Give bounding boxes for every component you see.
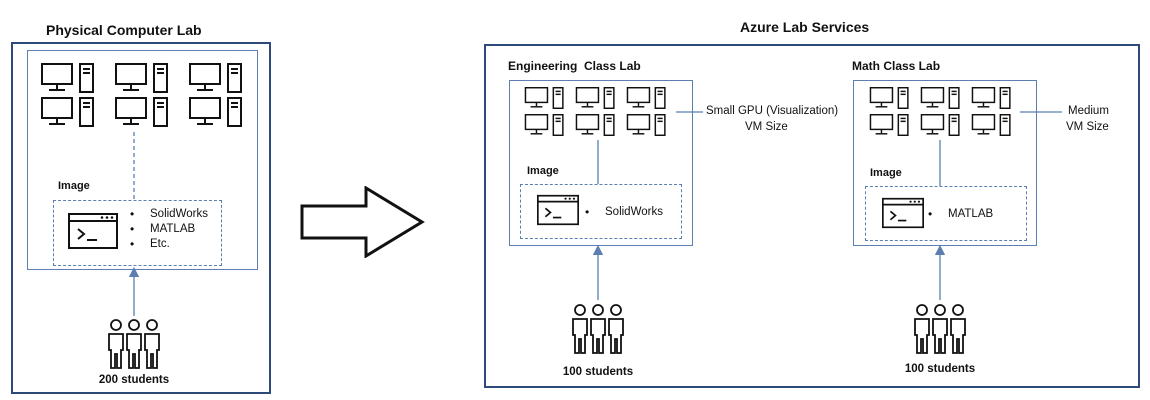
computer-icon	[41, 97, 94, 127]
students-group-icon	[108, 319, 160, 369]
computer-icon	[189, 97, 242, 127]
math-software-list: MATLAB	[926, 207, 993, 222]
computer-icon	[869, 87, 909, 109]
math-students-label: 100 students	[904, 363, 976, 375]
engineering-software-list: SolidWorks	[583, 205, 663, 220]
terminal-window-icon	[882, 197, 924, 229]
engineering-vm-size-line1: Small GPU (Visualization)	[706, 105, 839, 117]
computer-icon	[626, 87, 666, 109]
azure-frame	[484, 44, 1140, 388]
physical-software-list: SolidWorks MATLAB Etc.	[128, 207, 208, 252]
math-vm-size-line1: Medium	[1068, 105, 1109, 117]
computer-icon	[920, 114, 960, 136]
computer-icon	[869, 114, 909, 136]
computer-icon	[115, 63, 168, 93]
computer-icon	[189, 63, 242, 93]
math-lab-title: Math Class Lab	[852, 59, 941, 73]
computer-icon	[920, 87, 960, 109]
computer-icon	[524, 114, 564, 136]
computer-icon	[115, 97, 168, 127]
physical-students-label: 200 students	[98, 374, 170, 386]
computer-icon	[626, 114, 666, 136]
math-vm-size-line2: VM Size	[1066, 121, 1109, 133]
computer-icon	[41, 63, 94, 93]
computer-icon	[971, 87, 1011, 109]
students-group-icon	[914, 304, 966, 354]
azure-title: Azure Lab Services	[740, 19, 870, 35]
right-arrow-icon	[300, 186, 425, 258]
software-item: SolidWorks	[128, 207, 208, 222]
students-group-icon	[572, 304, 624, 354]
software-item: SolidWorks	[583, 205, 663, 220]
engineering-image-label: Image	[527, 165, 559, 177]
computer-icon	[524, 87, 564, 109]
computer-icon	[575, 114, 615, 136]
engineering-vm-size-line2: VM Size	[745, 121, 788, 133]
physical-lab-frame	[11, 42, 271, 394]
physical-lab-inner-frame	[27, 50, 258, 270]
engineering-students-label: 100 students	[562, 366, 634, 378]
math-image-box	[865, 186, 1027, 241]
physical-lab-title: Physical Computer Lab	[46, 22, 202, 38]
physical-image-box	[53, 200, 222, 266]
computer-icon	[971, 114, 1011, 136]
terminal-window-icon	[68, 213, 118, 249]
software-item: MATLAB	[926, 207, 993, 222]
physical-image-label: Image	[58, 180, 90, 192]
software-item: MATLAB	[128, 222, 208, 237]
math-image-label: Image	[870, 167, 902, 179]
computer-icon	[575, 87, 615, 109]
terminal-window-icon	[537, 194, 579, 226]
engineering-lab-title: Engineering Class Lab	[508, 59, 641, 73]
engineering-image-box	[520, 184, 682, 239]
software-item: Etc.	[128, 237, 208, 252]
